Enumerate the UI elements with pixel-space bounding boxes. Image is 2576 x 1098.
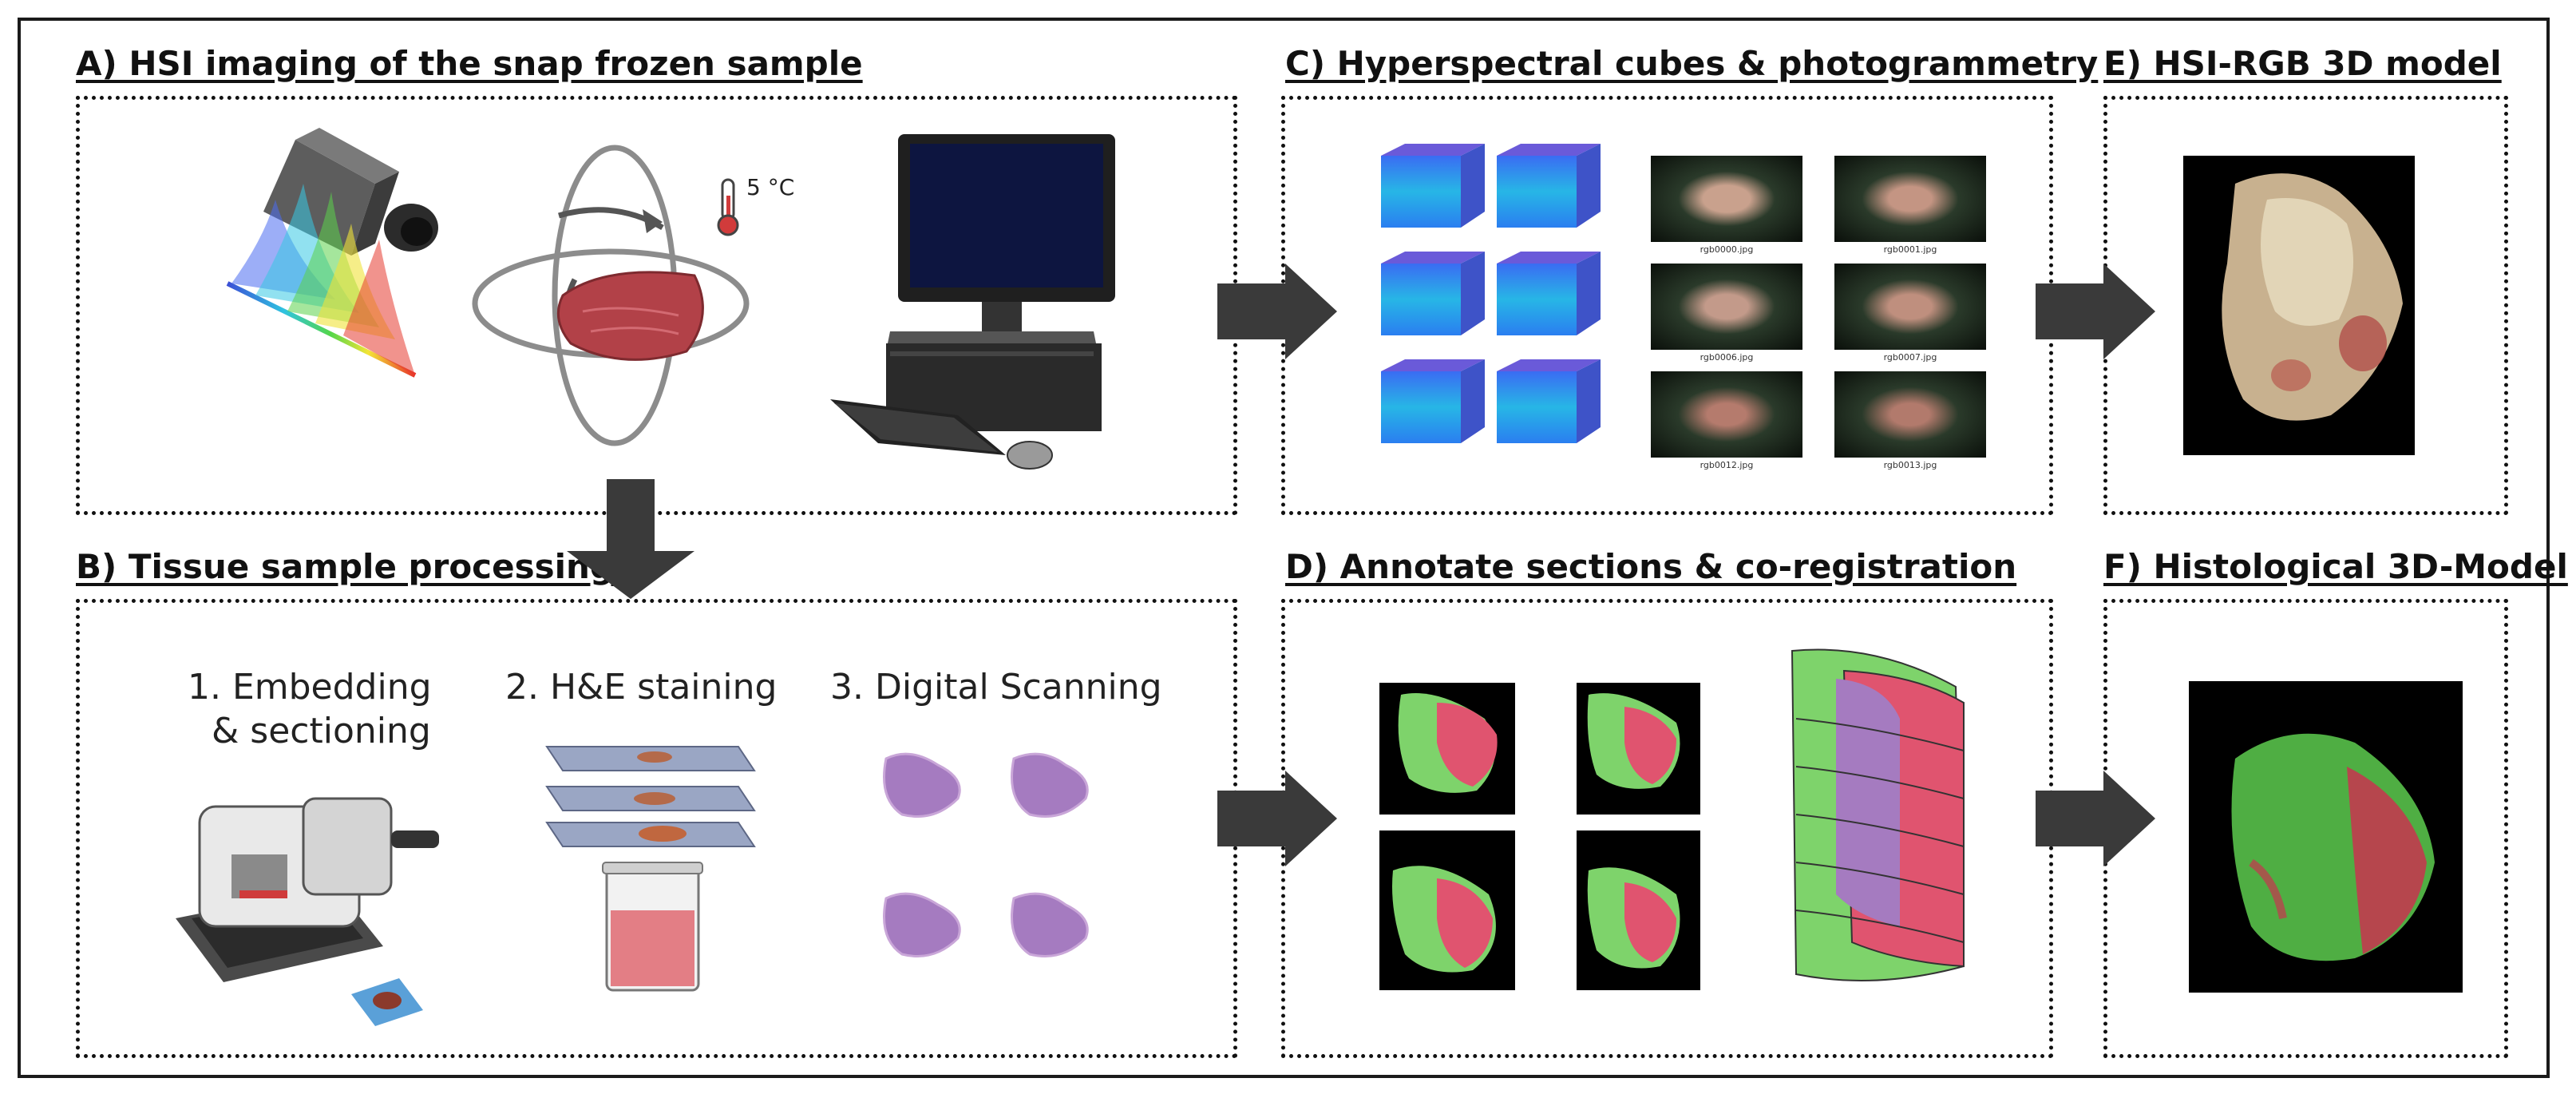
- section-stack: [1791, 648, 1965, 981]
- rgb-filename-1: rgb0000.jpg: [1700, 244, 1754, 255]
- cube-6: [1497, 359, 1601, 443]
- workstation-icon: [830, 134, 1115, 470]
- figure-frame: [18, 18, 2550, 1078]
- rgb-photo-4: [1834, 264, 1986, 350]
- panel-b-title: B) Tissue sample processing: [76, 547, 614, 586]
- panel-a-title: A) HSI imaging of the snap frozen sample: [76, 44, 863, 83]
- panel-c-title: C) Hyperspectral cubes & photogrammetry: [1285, 44, 2099, 83]
- rgb-photo-2: [1834, 156, 1986, 242]
- rgb-filename-6: rgb0013.jpg: [1883, 460, 1937, 470]
- annotation-overlays: [1392, 693, 1680, 973]
- step-he-staining-label: 2. H&E staining: [505, 667, 778, 708]
- temperature-label: 5 °C: [746, 174, 795, 200]
- arrow-a-to-b: [567, 479, 694, 599]
- step-sectioning-label: & sectioning: [212, 711, 431, 751]
- rgb-filename-4: rgb0007.jpg: [1883, 352, 1937, 363]
- rgb-photo-1: [1651, 156, 1802, 242]
- hsi-camera-icon: [263, 128, 438, 256]
- thermometer-icon: [717, 178, 739, 236]
- cube-4: [1497, 252, 1601, 335]
- microtome-icon: [176, 797, 439, 1026]
- cube-5: [1381, 359, 1485, 443]
- stained-slides-icon: [545, 746, 756, 847]
- step-digital-scanning-label: 3. Digital Scanning: [830, 667, 1162, 708]
- rgb-filename-2: rgb0001.jpg: [1883, 244, 1937, 255]
- rgb-photo-6: [1834, 371, 1986, 458]
- step-embedding-label: 1. Embedding: [188, 667, 432, 708]
- panel-f-title: F) Histological 3D-Model: [2103, 547, 2568, 586]
- cube-2: [1497, 144, 1601, 228]
- scanned-sections-icon: [883, 752, 1089, 957]
- tissue-sample-icon: [556, 271, 704, 361]
- rgb-filename-5: rgb0012.jpg: [1700, 460, 1754, 470]
- cube-1: [1381, 144, 1485, 228]
- panel-d-title: D) Annotate sections & co-registration: [1285, 547, 2017, 586]
- panel-e-title: E) HSI-RGB 3D model: [2103, 44, 2502, 83]
- arrow-d-to-f: [2036, 771, 2155, 866]
- rgb-filename-3: rgb0006.jpg: [1700, 352, 1754, 363]
- arrow-c-to-e: [2036, 264, 2155, 359]
- rgb-photo-5: [1651, 371, 1802, 458]
- cube-grid: [1381, 144, 1601, 443]
- rgb-photo-3: [1651, 264, 1802, 350]
- cube-3: [1381, 252, 1485, 335]
- spectral-curves-icon: [226, 184, 417, 378]
- arrow-a-to-c: [1217, 264, 1337, 359]
- staining-jar-icon: [602, 862, 703, 992]
- arrow-b-to-d: [1217, 771, 1337, 866]
